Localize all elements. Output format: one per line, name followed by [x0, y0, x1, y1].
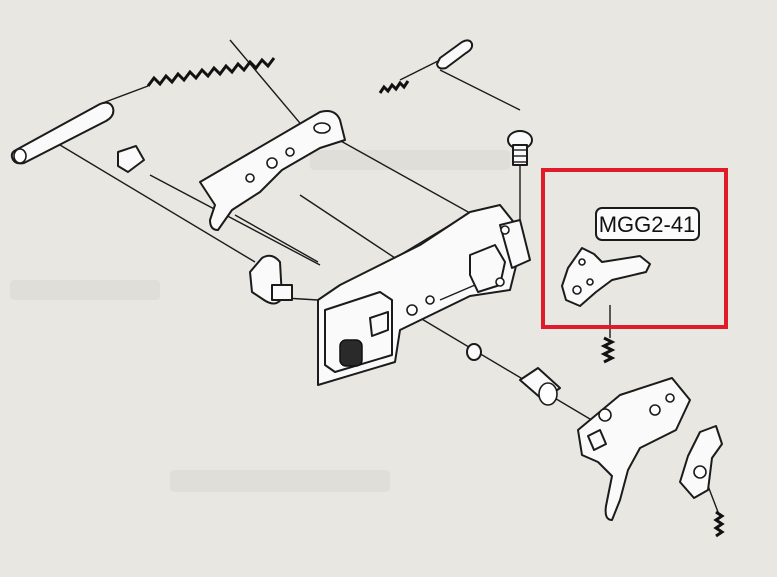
- highlight-frame: [541, 168, 728, 329]
- safety-button: [249, 254, 293, 305]
- long-pin: [10, 101, 115, 165]
- small-spring-top: [378, 80, 410, 94]
- part-number-label: MGG2-41: [599, 212, 696, 237]
- highlighted-part-mgg2-41: [561, 247, 651, 307]
- small-spring-bottom: [713, 510, 725, 538]
- highlight-spring: [600, 336, 616, 364]
- background-ghost-print: [10, 150, 510, 492]
- plunger-pin: [436, 39, 474, 70]
- trigger-housing-chassis: [317, 204, 531, 386]
- small-block: [117, 145, 145, 173]
- sear-lever: [199, 110, 346, 231]
- part-number-box: [595, 207, 700, 241]
- long-spring: [146, 57, 276, 87]
- small-ring: [466, 343, 482, 361]
- screw: [507, 130, 533, 166]
- disconnector: [679, 425, 723, 499]
- trigger-assembly: [577, 377, 691, 521]
- bushing-sleeve: [519, 367, 561, 406]
